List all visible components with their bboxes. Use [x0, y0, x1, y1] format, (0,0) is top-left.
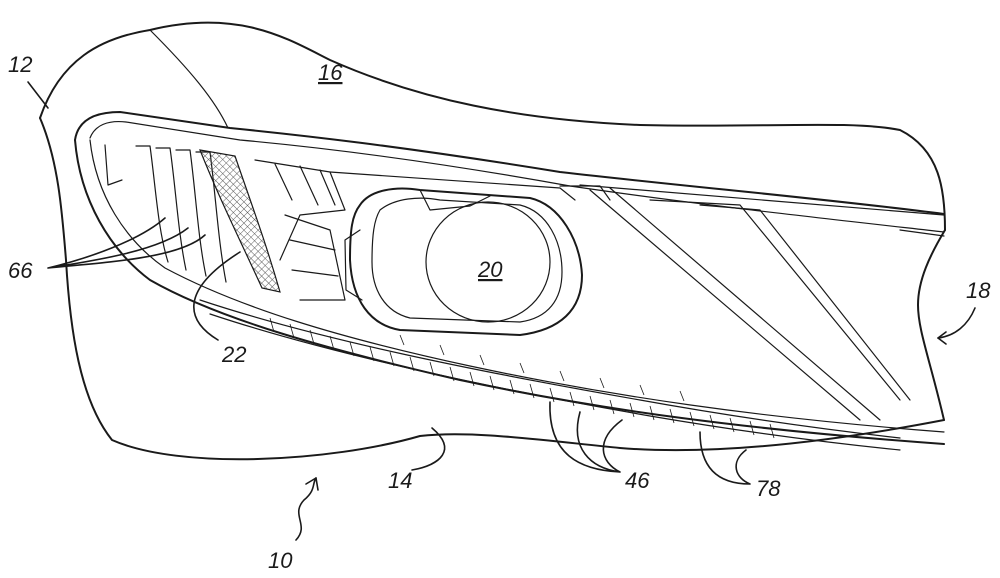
label-46: 46: [625, 468, 650, 493]
label-78: 78: [756, 476, 781, 501]
label-14: 14: [388, 468, 412, 493]
projector-lens: [344, 187, 583, 336]
leader-18: [937, 307, 976, 339]
label-12: 12: [8, 52, 32, 77]
label-66: 66: [8, 258, 33, 283]
leader-14: [411, 427, 446, 471]
label-22: 22: [221, 342, 246, 367]
leader-46: [549, 401, 623, 473]
led-segment-row: [199, 299, 901, 451]
reflector-structure: [254, 159, 576, 301]
label-20: 20: [477, 257, 503, 282]
leader-66: [47, 217, 206, 269]
leader-22: [193, 251, 241, 341]
label-16: 16: [318, 60, 343, 85]
leader-78: [699, 431, 751, 485]
headlamp-housing: [74, 111, 945, 445]
reference-numerals: 12 16 20 18 66 22 14 10 46 78: [8, 52, 991, 573]
label-10: 10: [268, 548, 293, 573]
leader-10: [295, 477, 317, 541]
label-18: 18: [966, 278, 991, 303]
vehicle-body-outline: [39, 21, 946, 461]
leader-12: [27, 81, 49, 109]
outer-trim: [559, 184, 945, 421]
mesh-insert: [199, 149, 281, 293]
